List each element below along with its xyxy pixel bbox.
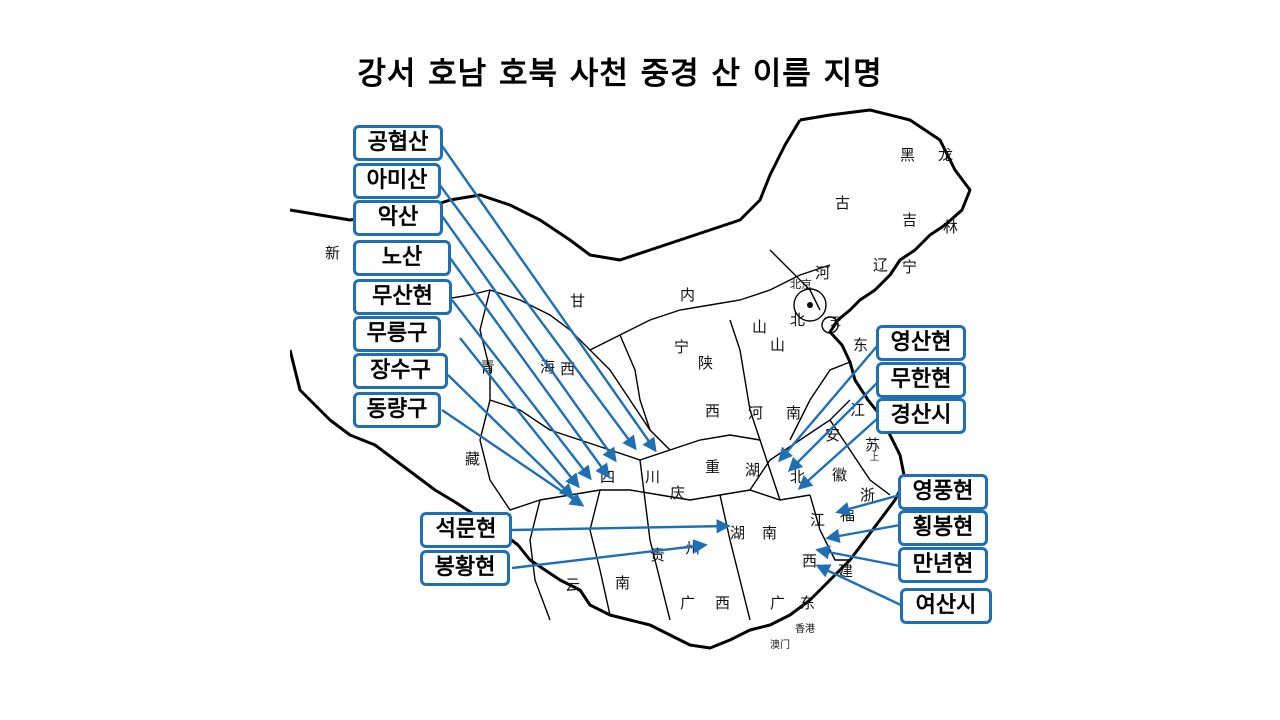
map-label: 广 — [680, 594, 695, 612]
map-label: 河 — [815, 264, 830, 282]
label-mureunggu: 무릉구 — [353, 316, 441, 352]
label-mannyeonhyeon: 만년현 — [898, 547, 988, 583]
map-label: 浙 — [860, 486, 875, 504]
map-label: 香港 — [795, 623, 815, 635]
map-label: 藏 — [465, 450, 480, 468]
map-label: 重 — [705, 458, 720, 476]
map-label: 福 — [840, 506, 855, 524]
map-label: 古 — [835, 194, 850, 212]
map-label: 宁 — [674, 338, 689, 356]
label-amisan: 아미산 — [353, 163, 441, 199]
label-yeongsanhyeon: 영산현 — [876, 325, 966, 361]
map-label: 甘 — [570, 292, 585, 310]
map-label: 庆 — [670, 484, 685, 502]
label-hoengbonghyeon: 횡봉현 — [898, 510, 988, 546]
map-label: 东 — [853, 336, 868, 354]
map-label: 宁 — [902, 258, 917, 276]
label-bonghwanghyeon: 봉황현 — [420, 550, 510, 586]
label-yeongpunghyeon: 영풍현 — [898, 474, 988, 510]
label-seokmunhyeon: 석문현 — [420, 512, 512, 548]
map-label: 州 — [685, 539, 700, 557]
map-label: 上 — [870, 452, 879, 463]
map-label: 陕 — [698, 354, 713, 372]
label-aksan: 악산 — [353, 200, 443, 236]
map-label: 广 — [770, 594, 785, 612]
label-jangsugu: 장수구 — [353, 353, 448, 389]
map-label: 安 — [825, 426, 840, 444]
map-label: 徽 — [832, 466, 847, 484]
map-label: 湖 — [730, 524, 745, 542]
map-label: 南 — [786, 404, 801, 422]
label-dongryanggu: 동량구 — [353, 392, 441, 428]
map-label: 湖 — [745, 461, 760, 479]
map-label: 内 — [680, 286, 695, 304]
map-label: 河 — [748, 404, 763, 422]
map-label: 贵 — [650, 546, 665, 564]
map-label: 北 — [790, 311, 805, 329]
map-label: 西 — [560, 360, 575, 378]
map-label: 南 — [615, 574, 630, 592]
label-gyeongsansi: 경산시 — [876, 398, 966, 434]
map-label: 四 — [600, 468, 615, 486]
map-label: 西 — [705, 402, 720, 420]
label-gonghyeopsan: 공협산 — [353, 125, 443, 161]
label-musanhyeon: 무산현 — [353, 279, 452, 315]
label-yeosansi: 여산시 — [900, 588, 992, 624]
map-label: 天 — [830, 315, 841, 328]
map-label: 川 — [645, 468, 660, 486]
map-label: 江 — [810, 511, 825, 529]
map-label: 北京 — [790, 277, 812, 291]
map-label: 山 — [770, 336, 785, 354]
map-label: 新 — [325, 244, 340, 262]
map-label: 山 — [752, 318, 767, 336]
map-label: 辽 — [873, 256, 888, 274]
map-label: 江 — [850, 401, 865, 419]
map-label: 西 — [715, 594, 730, 612]
map-label: 建 — [838, 562, 853, 580]
map-label: 林 — [943, 218, 958, 236]
map-label: 西 — [802, 552, 817, 570]
map-label: 青 — [480, 358, 495, 376]
label-nosan: 노산 — [353, 240, 451, 276]
map-label: 云 — [565, 576, 580, 594]
map-label: 北 — [790, 468, 805, 486]
map-label: 东 — [800, 594, 815, 612]
page-title: 강서 호남 호북 사천 중경 산 이름 지명 — [357, 56, 883, 92]
map-label: 澳门 — [770, 638, 790, 651]
label-muhanhyeon: 무한현 — [876, 362, 966, 398]
map-label: 海 — [540, 358, 555, 376]
map-label: 吉 — [902, 211, 917, 229]
map-label: 南 — [762, 524, 777, 542]
map-label: 苏 — [865, 436, 880, 454]
map-label: 黑 — [900, 146, 915, 164]
map-label: 龙 — [938, 146, 953, 164]
